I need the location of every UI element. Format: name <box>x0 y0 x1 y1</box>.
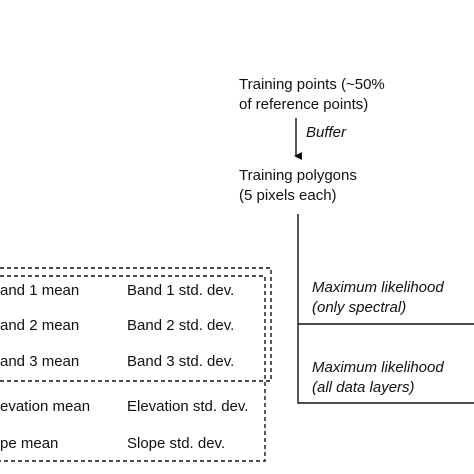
training-points-line2: of reference points) <box>239 96 369 113</box>
method-spectral-line2: (only spectral) <box>312 299 407 316</box>
training-polygons-line1: Training polygons <box>239 167 357 184</box>
band-3-mean: and 3 mean <box>0 353 80 370</box>
band-3-std: Band 3 std. dev. <box>127 353 235 370</box>
method-all-layers-line1: Maximum likelihood <box>312 359 444 376</box>
slope-std: Slope std. dev. <box>127 435 226 452</box>
elevation-mean: evation mean <box>0 398 91 415</box>
method-spectral-line1: Maximum likelihood <box>312 279 444 296</box>
buffer-label: Buffer <box>306 124 347 141</box>
band-2-std: Band 2 std. dev. <box>127 317 235 334</box>
training-points-line1: Training points (~50% <box>239 76 385 93</box>
training-polygons-line2: (5 pixels each) <box>239 187 337 204</box>
slope-mean: pe mean <box>0 435 59 452</box>
elevation-std: Elevation std. dev. <box>127 398 249 415</box>
spectral-layers-box <box>0 267 272 382</box>
band-1-std: Band 1 std. dev. <box>127 282 235 299</box>
band-1-mean: and 1 mean <box>0 282 80 299</box>
method-bracket <box>297 214 474 404</box>
method-all-layers-line2: (all data layers) <box>312 379 415 396</box>
band-2-mean: and 2 mean <box>0 317 80 334</box>
all-layers-box <box>0 275 266 462</box>
